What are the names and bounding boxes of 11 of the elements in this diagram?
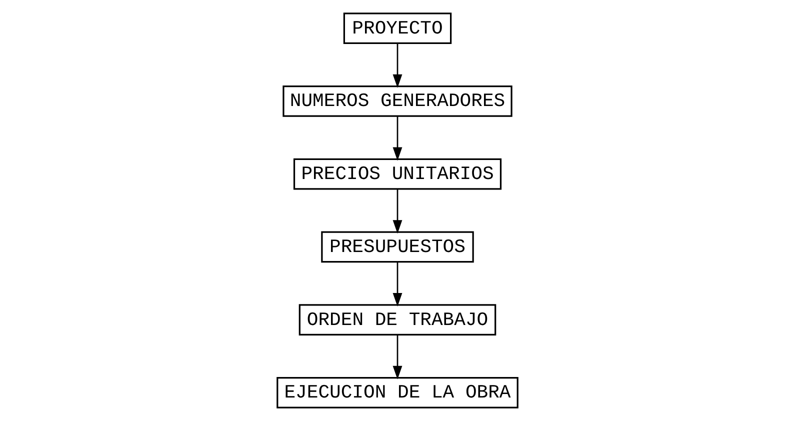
arrow <box>392 188 402 234</box>
node-box: PRESUPUESTOS <box>321 231 474 263</box>
node-box: NUMEROS GENERADORES <box>282 86 512 117</box>
arrow <box>392 43 402 88</box>
node-box: PROYECTO <box>343 12 452 44</box>
arrow <box>392 116 402 161</box>
arrow <box>392 262 402 307</box>
node-box: PRECIOS UNITARIOS <box>293 158 502 190</box>
node-box: ORDEN DE TRABAJO <box>298 304 496 336</box>
arrow <box>392 334 402 380</box>
node-box: EJECUCION DE LA OBRA <box>276 377 518 408</box>
